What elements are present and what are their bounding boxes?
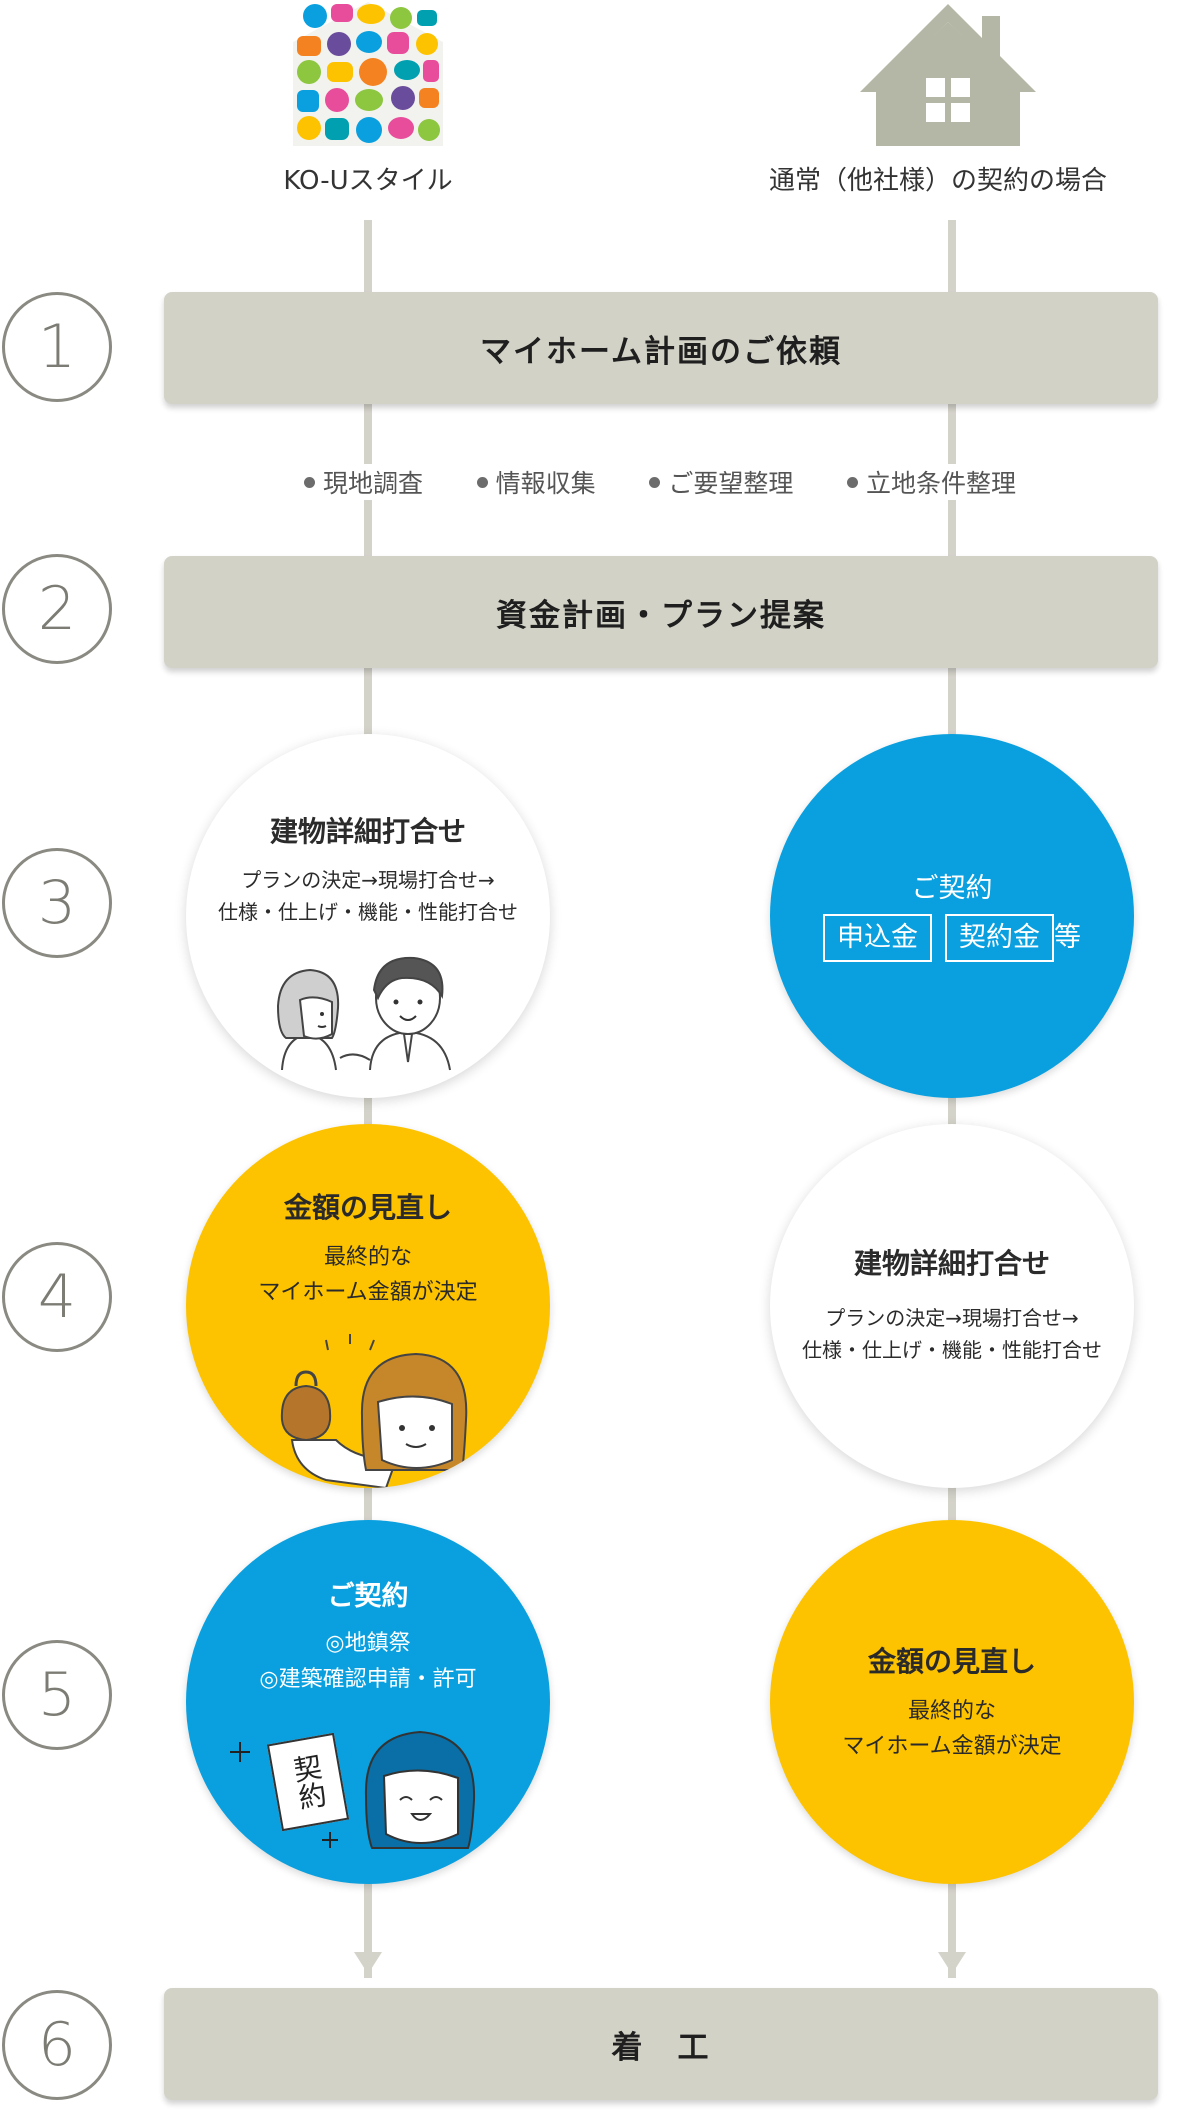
right-meeting-circle: 建物詳細打合せ プランの決定→現場打合せ→ 仕様・仕上げ・機能・性能打合せ bbox=[770, 1124, 1134, 1488]
left-review-title: 金額の見直し bbox=[283, 1191, 452, 1224]
contract-paper-text: 契約 bbox=[287, 1751, 330, 1813]
right-review-title: 金額の見直し bbox=[867, 1645, 1036, 1678]
right-review-line1: 最終的な bbox=[907, 1699, 996, 1724]
bullet-dot-icon bbox=[846, 476, 858, 488]
left-contract-title: ご契約 bbox=[327, 1581, 409, 1612]
right-connector-line bbox=[948, 220, 956, 1978]
fees-suffix: 等 bbox=[1054, 922, 1082, 953]
step-number-4: 4 bbox=[2, 1242, 112, 1352]
bullet-dot-icon bbox=[649, 476, 661, 488]
bullet-dot-icon bbox=[304, 476, 315, 488]
right-review-line2: マイホーム金額が決定 bbox=[842, 1734, 1062, 1759]
gray-house-icon bbox=[860, 4, 1036, 146]
check-items: 現地調査 情報収集 ご要望整理 立地条件整理 bbox=[300, 462, 1020, 502]
purse-girl-illustration-icon bbox=[280, 1334, 468, 1488]
step-number-3: 3 bbox=[2, 848, 112, 958]
sparkle-icon bbox=[230, 1742, 250, 1762]
step2-bar: 資金計画・プラン提案 bbox=[164, 556, 1158, 668]
check-item: 現地調査 bbox=[300, 464, 428, 500]
left-contract-circle: ご契約 ◎地鎮祭 ◎建築確認申請・許可 契約 bbox=[186, 1520, 550, 1884]
left-contract-line2: ◎建築確認申請・許可 bbox=[259, 1667, 477, 1692]
left-review-line1: 最終的な bbox=[323, 1245, 412, 1270]
left-contract-line1: ◎地鎮祭 bbox=[325, 1631, 411, 1656]
step-number-1: 1 bbox=[2, 292, 112, 402]
step-number-2: 2 bbox=[2, 554, 112, 664]
contract-paper: 契約 bbox=[266, 1732, 350, 1832]
contract-fee-box: 契約金 bbox=[945, 914, 1055, 962]
bullet-dot-icon bbox=[476, 476, 488, 488]
step-number-6: 6 bbox=[2, 1990, 112, 2100]
colorful-house-logo-icon bbox=[293, 2, 443, 146]
left-arrow-head bbox=[354, 1952, 382, 1974]
step-number-5: 5 bbox=[2, 1640, 112, 1750]
left-meeting-line2: 仕様・仕上げ・機能・性能打合せ bbox=[218, 900, 518, 924]
right-meeting-line1: プランの決定→現場打合せ→ bbox=[825, 1306, 1079, 1330]
left-review-line2: マイホーム金額が決定 bbox=[258, 1280, 478, 1305]
step1-bar: マイホーム計画のご依頼 bbox=[164, 292, 1158, 404]
right-contract-title: ご契約 bbox=[911, 873, 993, 904]
left-meeting-line1: プランの決定→現場打合せ→ bbox=[241, 868, 495, 892]
check-item: 立地条件整理 bbox=[842, 464, 1020, 500]
right-contract-fees: 申込金 契約金等 bbox=[770, 914, 1134, 962]
application-fee-box: 申込金 bbox=[822, 914, 932, 962]
right-review-circle: 金額の見直し 最終的な マイホーム金額が決定 bbox=[770, 1520, 1134, 1884]
step6-bar: 着 工 bbox=[164, 1988, 1158, 2100]
sparkle-icon bbox=[322, 1832, 338, 1848]
left-review-circle: 金額の見直し 最終的な マイホーム金額が決定 bbox=[186, 1124, 550, 1488]
right-arrow-head bbox=[938, 1952, 966, 1974]
right-meeting-title: 建物詳細打合せ bbox=[853, 1247, 1050, 1280]
left-meeting-title: 建物詳細打合せ bbox=[269, 815, 466, 848]
right-meeting-line2: 仕様・仕上げ・機能・性能打合せ bbox=[802, 1338, 1102, 1362]
meeting-people-illustration-icon bbox=[276, 956, 451, 1071]
check-item: ご要望整理 bbox=[645, 464, 798, 500]
left-meeting-circle: 建物詳細打合せ プランの決定→現場打合せ→ 仕様・仕上げ・機能・性能打合せ bbox=[186, 734, 550, 1098]
right-column-label: 通常（他社様）の契約の場合 bbox=[768, 166, 1107, 196]
happy-girl-illustration-icon bbox=[364, 1730, 476, 1849]
right-contract-circle: ご契約 申込金 契約金等 bbox=[770, 734, 1134, 1098]
left-connector-line bbox=[364, 220, 372, 1978]
left-column-label: KO-Uスタイル bbox=[283, 166, 453, 196]
check-item: 情報収集 bbox=[472, 464, 600, 500]
